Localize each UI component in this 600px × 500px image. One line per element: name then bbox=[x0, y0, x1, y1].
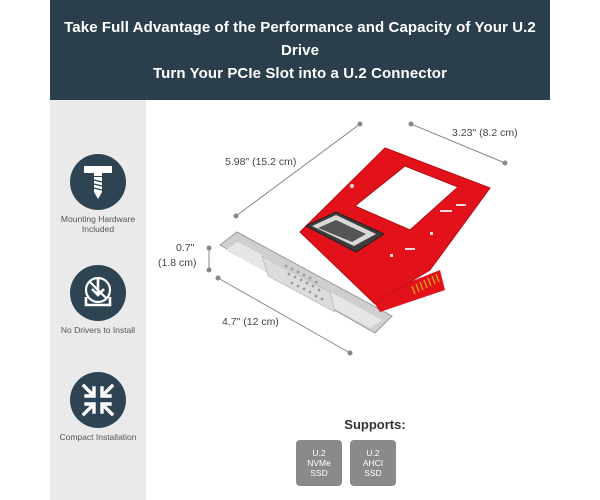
header-subtitle: Turn Your PCIe Slot into a U.2 Connector bbox=[152, 64, 448, 82]
header-banner: Take Full Advantage of the Performance a… bbox=[50, 0, 550, 100]
dimension-bracket-height-cm: (1.8 cm) bbox=[158, 257, 197, 269]
no-drivers-icon bbox=[70, 265, 126, 321]
support-badge-ahci: U.2 AHCI SSD bbox=[350, 440, 396, 486]
feature-no-drivers: No Drivers to Install bbox=[50, 265, 146, 335]
header-title: Take Full Advantage of the Performance a… bbox=[64, 18, 536, 59]
feature-label: Mounting Hardware Included bbox=[60, 214, 136, 234]
dimension-length-label: 5.98" (15.2 cm) bbox=[225, 156, 297, 168]
compact-arrows-icon bbox=[70, 372, 126, 428]
feature-label: Compact Installation bbox=[59, 432, 137, 442]
adapter-card-image bbox=[206, 121, 508, 356]
dimension-lower-length-label: 4.7" (12 cm) bbox=[222, 316, 279, 328]
feature-compact-installation: Compact Installation bbox=[50, 372, 146, 442]
screw-icon bbox=[70, 154, 126, 210]
support-badge-nvme: U.2 NVMe SSD bbox=[296, 440, 342, 486]
supports-title: Supports: bbox=[344, 417, 406, 432]
dimension-width-label: 3.23" (8.2 cm) bbox=[452, 127, 518, 139]
feature-label: No Drivers to Install bbox=[60, 325, 136, 335]
feature-mounting-hardware: Mounting Hardware Included bbox=[50, 154, 146, 234]
feature-sidebar: Mounting Hardware Included No Drivers to… bbox=[50, 100, 146, 500]
dimension-bracket-height-in: 0.7" bbox=[176, 242, 195, 254]
